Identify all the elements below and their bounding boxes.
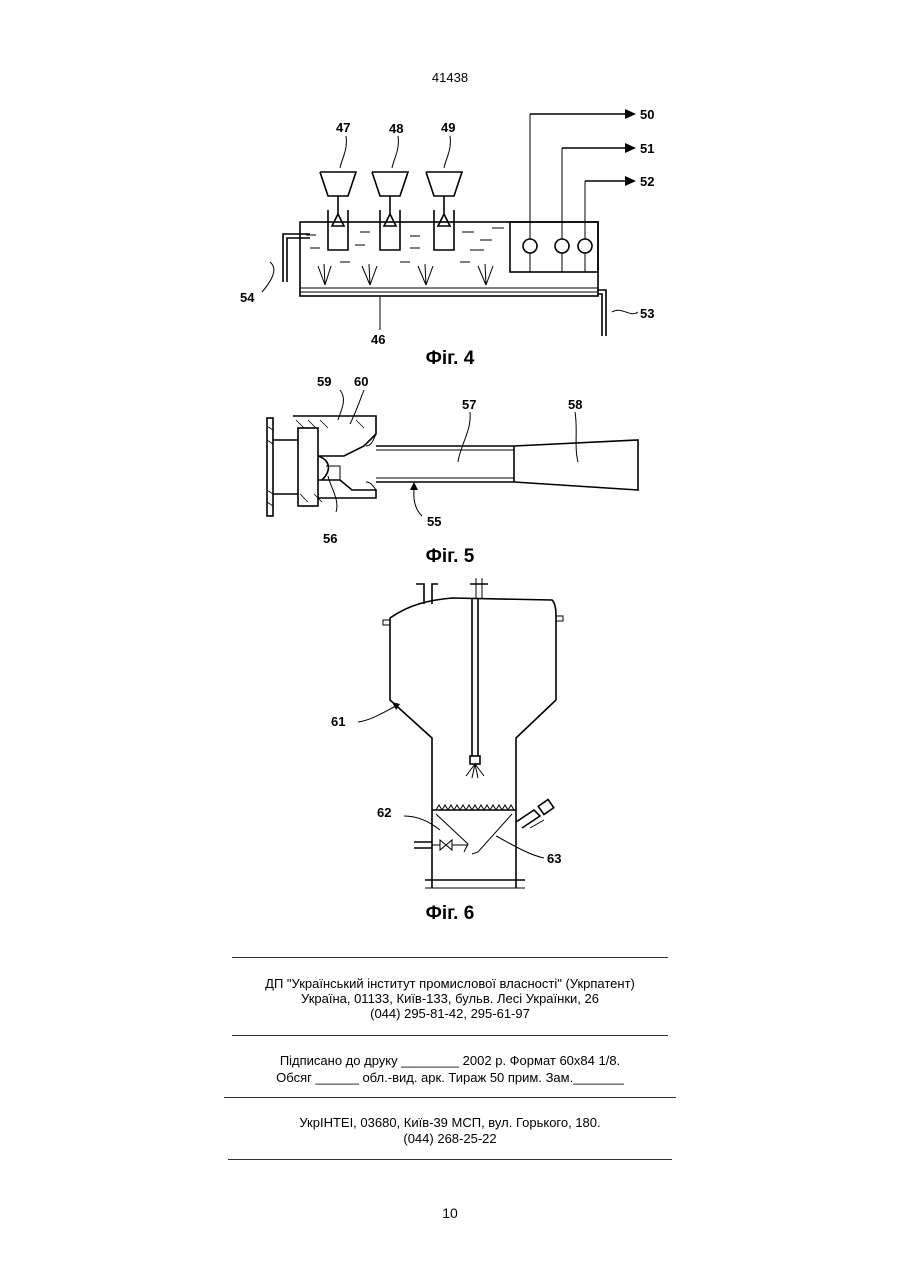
figure-4-caption: Фіг. 4 [0, 348, 900, 370]
page-number: 10 [0, 1205, 900, 1221]
imprint-line: УкрІНТЕІ, 03680, Київ-39 МСП, вул. Горьк… [0, 1115, 900, 1130]
fig4-label-49: 49 [441, 120, 455, 135]
fig5-label-55: 55 [427, 514, 441, 529]
divider [224, 1097, 676, 1098]
fig4-label-54: 54 [240, 290, 255, 305]
figure-6-caption: Фіг. 6 [0, 903, 900, 925]
divider [232, 1035, 668, 1036]
fig6-label-62: 62 [377, 805, 391, 820]
figure-5-caption: Фіг. 5 [0, 546, 900, 568]
fig4-label-51: 51 [640, 141, 654, 156]
imprint-line: ДП "Український інститут промислової вла… [0, 976, 900, 991]
divider [228, 1159, 672, 1160]
fig5-label-60: 60 [354, 374, 368, 389]
figure-6-drawing [358, 578, 563, 888]
fig4-label-50: 50 [640, 107, 654, 122]
fig5-label-58: 58 [568, 397, 582, 412]
fig6-label-61: 61 [331, 714, 345, 729]
patent-drawings: 47 48 49 50 51 52 54 53 46 [0, 0, 900, 940]
imprint-line: Україна, 01133, Київ-133, бульв. Лесі Ук… [0, 991, 900, 1006]
tank-outline [300, 222, 598, 296]
fig5-label-59: 59 [317, 374, 331, 389]
imprint-line: Підписано до друку ________ 2002 р. Форм… [0, 1053, 900, 1068]
fig4-label-46: 46 [371, 332, 385, 347]
fig4-label-47: 47 [336, 120, 350, 135]
imprint-line: (044) 295-81-42, 295-61-97 [0, 1006, 900, 1021]
fig4-label-52: 52 [640, 174, 654, 189]
figure-4-drawing [262, 109, 638, 336]
divider [232, 957, 668, 958]
fig5-label-56: 56 [323, 531, 337, 546]
fig4-label-53: 53 [640, 306, 654, 321]
fig6-label-63: 63 [547, 851, 561, 866]
fig5-label-57: 57 [462, 397, 476, 412]
imprint-line: (044) 268-25-22 [0, 1131, 900, 1146]
fig4-label-48: 48 [389, 121, 403, 136]
imprint-line: Обсяг ______ обл.-вид. арк. Тираж 50 при… [0, 1070, 900, 1085]
